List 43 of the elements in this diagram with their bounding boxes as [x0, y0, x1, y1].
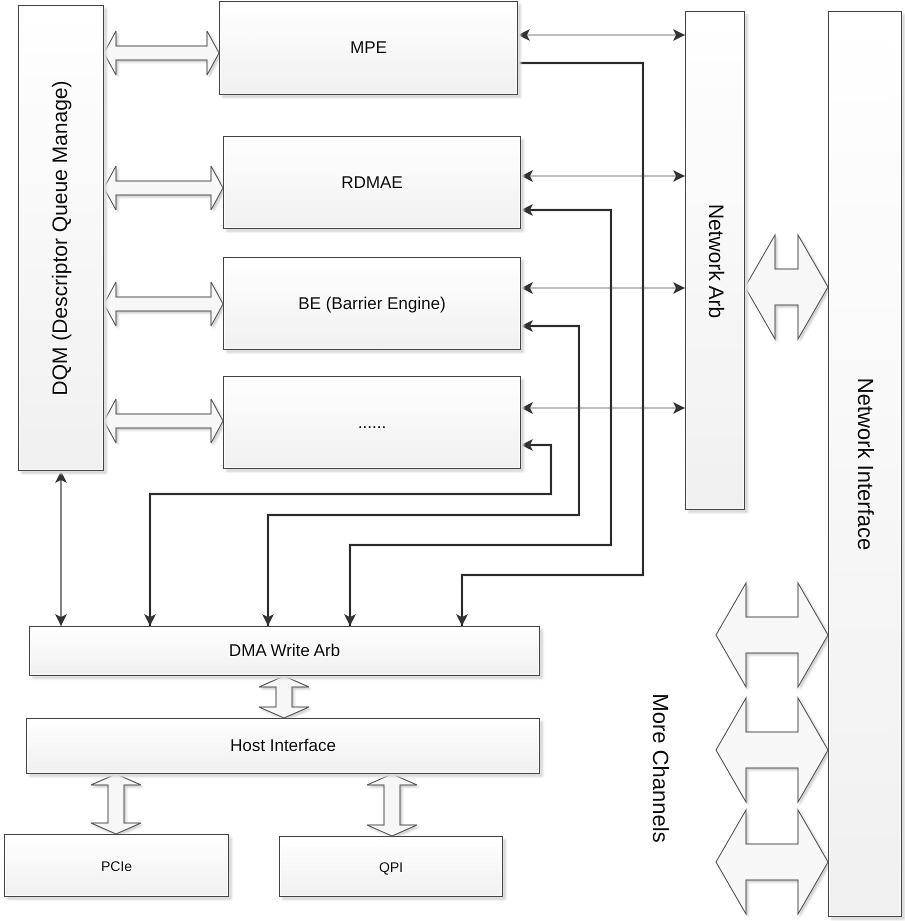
block-label: PCIe [100, 858, 132, 874]
block-label: QPI [378, 858, 404, 874]
side-label: More Channels [647, 693, 673, 843]
arrow [262, 320, 580, 626]
block-arrow [715, 581, 829, 689]
block-label: Host Interface [230, 736, 336, 756]
arrow [521, 170, 685, 182]
arrow [55, 471, 67, 626]
arrow [521, 402, 685, 414]
process-box [279, 836, 503, 897]
block-label: RDMAE [341, 172, 403, 192]
block-arrow [715, 696, 829, 804]
block-arrow [258, 675, 310, 719]
block-label: ...... [358, 412, 386, 432]
block-label: Network Interface [852, 378, 878, 550]
block-arrow [103, 30, 220, 76]
block-arrow [103, 398, 224, 444]
block-label: Network Arb [703, 203, 727, 318]
arrow [456, 62, 644, 626]
block-label: BE (Barrier Engine) [298, 294, 446, 314]
block-arrow [366, 773, 418, 837]
vertical-block [828, 11, 902, 917]
arrow [521, 282, 685, 294]
block-label: MPE [350, 38, 387, 58]
process-box [223, 257, 521, 350]
process-box [219, 1, 518, 95]
block-arrow [103, 282, 224, 326]
block-arrow [103, 166, 224, 210]
vertical-block [685, 11, 745, 510]
process-box [223, 376, 521, 469]
arrow [518, 29, 685, 41]
process-box [29, 626, 540, 676]
block-label: DMA Write Arb [228, 641, 340, 661]
process-box [223, 136, 521, 229]
process-box [4, 834, 229, 897]
block-arrow [715, 808, 829, 916]
process-box [26, 718, 540, 774]
block-label: DQM (Descriptor Queue Manage) [49, 80, 73, 396]
block-arrow [744, 233, 829, 341]
arrow [344, 204, 612, 626]
block-arrow [90, 773, 142, 835]
arrow [144, 439, 552, 626]
vertical-block [18, 5, 104, 471]
